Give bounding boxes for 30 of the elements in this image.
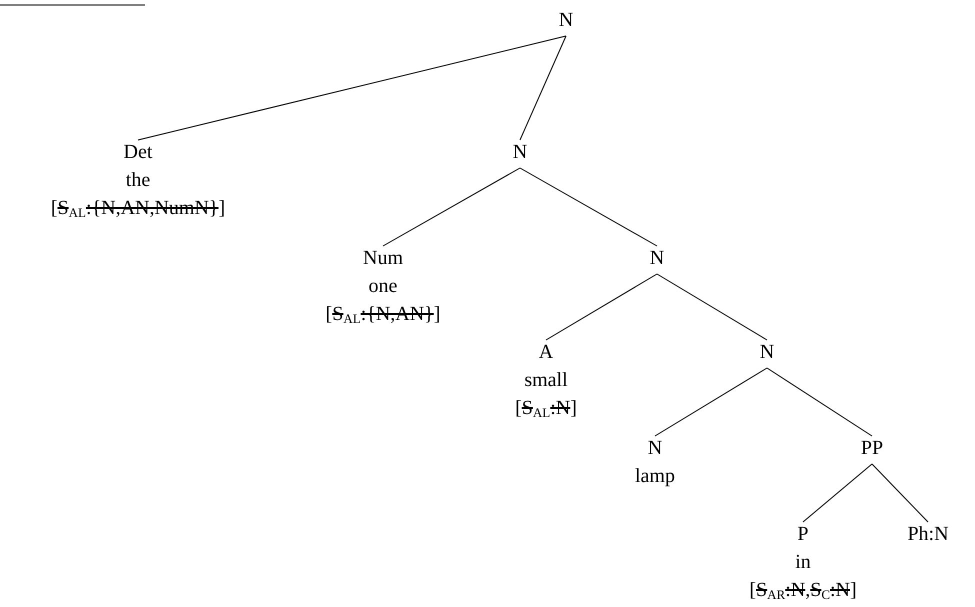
- category-label: N: [648, 436, 662, 461]
- word-label: lamp: [635, 464, 675, 489]
- tree-branch: [138, 36, 566, 140]
- category-label: Num: [363, 246, 403, 271]
- feature-bracket: [S$_{AL}$:{N,AN}]: [326, 302, 440, 328]
- category-label: N: [512, 140, 528, 165]
- word-label: one: [368, 274, 398, 299]
- category-label: Ph:N: [907, 522, 949, 547]
- tree-branch: [382, 168, 520, 246]
- word-label: in: [795, 550, 811, 575]
- category-label: N: [760, 340, 774, 365]
- tree-branch: [802, 464, 872, 522]
- category-label: N: [558, 8, 574, 33]
- tree-branch: [520, 168, 658, 246]
- category-label: A: [538, 340, 554, 365]
- category-label: PP: [860, 436, 884, 461]
- tree-branch: [766, 368, 872, 436]
- tree-branch: [654, 368, 768, 436]
- category-label: Det: [124, 140, 152, 165]
- tree-branch: [520, 36, 566, 140]
- feature-bracket: [S$_{AL}$:N]: [515, 396, 577, 422]
- tree-branch: [656, 274, 768, 340]
- category-label: P: [797, 522, 809, 547]
- tree-branch: [872, 464, 928, 522]
- word-label: small: [524, 368, 568, 393]
- feature-bracket: [S$_{AL}$:{N,AN,NumN}]: [50, 196, 226, 222]
- feature-bracket: [S$_{AR}$:N,S$_{C}$:N]: [749, 578, 857, 604]
- category-label: N: [650, 246, 664, 271]
- tree-branch: [546, 274, 658, 340]
- word-label: the: [126, 168, 150, 193]
